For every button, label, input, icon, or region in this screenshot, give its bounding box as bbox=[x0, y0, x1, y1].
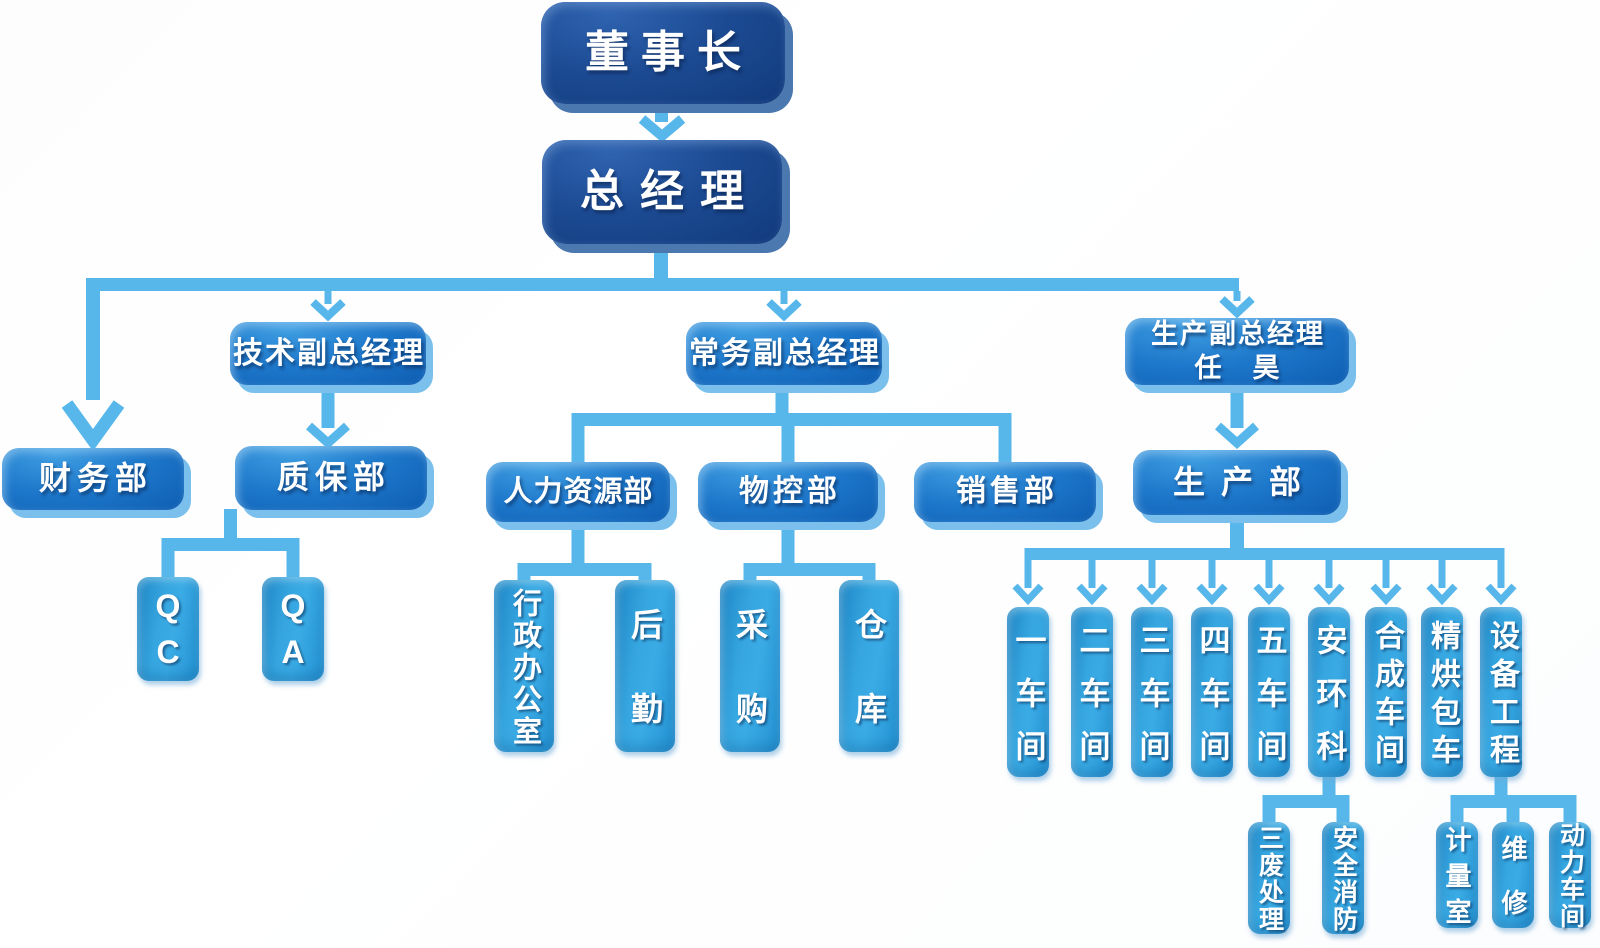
arrow-to-general-manager bbox=[638, 115, 686, 143]
node-waste-treatment: 三废处理 bbox=[1248, 822, 1290, 934]
arrow-to-equipment-eng bbox=[1485, 583, 1517, 606]
node-fine-drying-packing: 精烘包车 bbox=[1421, 607, 1463, 777]
node-qa: QA bbox=[262, 577, 324, 681]
node-equipment-engineering: 设备工程 bbox=[1480, 607, 1522, 777]
arrow-to-workshop-2 bbox=[1076, 583, 1108, 606]
arrow-to-production-dept bbox=[1214, 422, 1260, 450]
arrow-to-workshop-5 bbox=[1253, 583, 1285, 606]
node-logistics: 后勤 bbox=[615, 580, 675, 776]
node-fire-safety: 安全消防 bbox=[1322, 822, 1364, 934]
arrow-to-production-deputy bbox=[1219, 296, 1255, 319]
arrow-to-fine-drying bbox=[1426, 583, 1458, 606]
node-workshop-1: 一车间 bbox=[1007, 607, 1049, 783]
node-executive-deputy-gm: 常务副总经理 bbox=[686, 322, 882, 385]
node-metrology-room: 计量室 bbox=[1436, 822, 1478, 934]
node-hr-dept: 人力资源部 bbox=[486, 462, 670, 522]
node-purchasing: 采购 bbox=[720, 580, 780, 776]
arrow-to-qa-dept bbox=[305, 422, 351, 450]
arrow-to-workshop-1 bbox=[1012, 583, 1044, 606]
node-material-control-dept: 物控部 bbox=[698, 462, 878, 522]
arrow-to-safety-env bbox=[1313, 583, 1345, 606]
node-admin-office: 行政办公室 bbox=[494, 580, 554, 752]
arrow-to-finance bbox=[61, 400, 125, 452]
arrow-to-synthesis bbox=[1370, 583, 1402, 606]
connector-arrowheads bbox=[61, 115, 1517, 606]
arrow-to-workshop-4 bbox=[1196, 583, 1228, 606]
arrow-to-tech-deputy bbox=[310, 299, 346, 322]
node-chairman: 董事长 bbox=[541, 2, 785, 104]
node-qc: QC bbox=[137, 577, 199, 681]
node-general-manager: 总经理 bbox=[542, 140, 782, 244]
node-synthesis-workshop: 合成车间 bbox=[1365, 607, 1407, 777]
node-finance-dept: 财务部 bbox=[2, 448, 184, 510]
node-maintenance: 维修 bbox=[1492, 822, 1534, 943]
node-warehouse: 仓库 bbox=[839, 580, 899, 776]
node-workshop-2: 二车间 bbox=[1071, 607, 1113, 783]
node-production-deputy-gm: 生产副总经理 任 昊 bbox=[1125, 318, 1349, 385]
arrow-to-executive-deputy bbox=[766, 299, 802, 322]
node-power-workshop: 动力车间 bbox=[1549, 822, 1591, 930]
node-workshop-4: 四车间 bbox=[1191, 607, 1233, 783]
node-workshop-3: 三车间 bbox=[1131, 607, 1173, 783]
connector-bars bbox=[86, 104, 1577, 822]
node-tech-deputy-gm: 技术副总经理 bbox=[230, 322, 426, 385]
arrow-to-workshop-3 bbox=[1136, 583, 1168, 606]
node-production-dept: 生产部 bbox=[1133, 450, 1341, 515]
node-workshop-5: 五车间 bbox=[1248, 607, 1290, 783]
node-sales-dept: 销售部 bbox=[914, 462, 1096, 522]
node-qa-dept: 质保部 bbox=[235, 446, 427, 510]
node-safety-env-section: 安环科 bbox=[1308, 607, 1350, 783]
